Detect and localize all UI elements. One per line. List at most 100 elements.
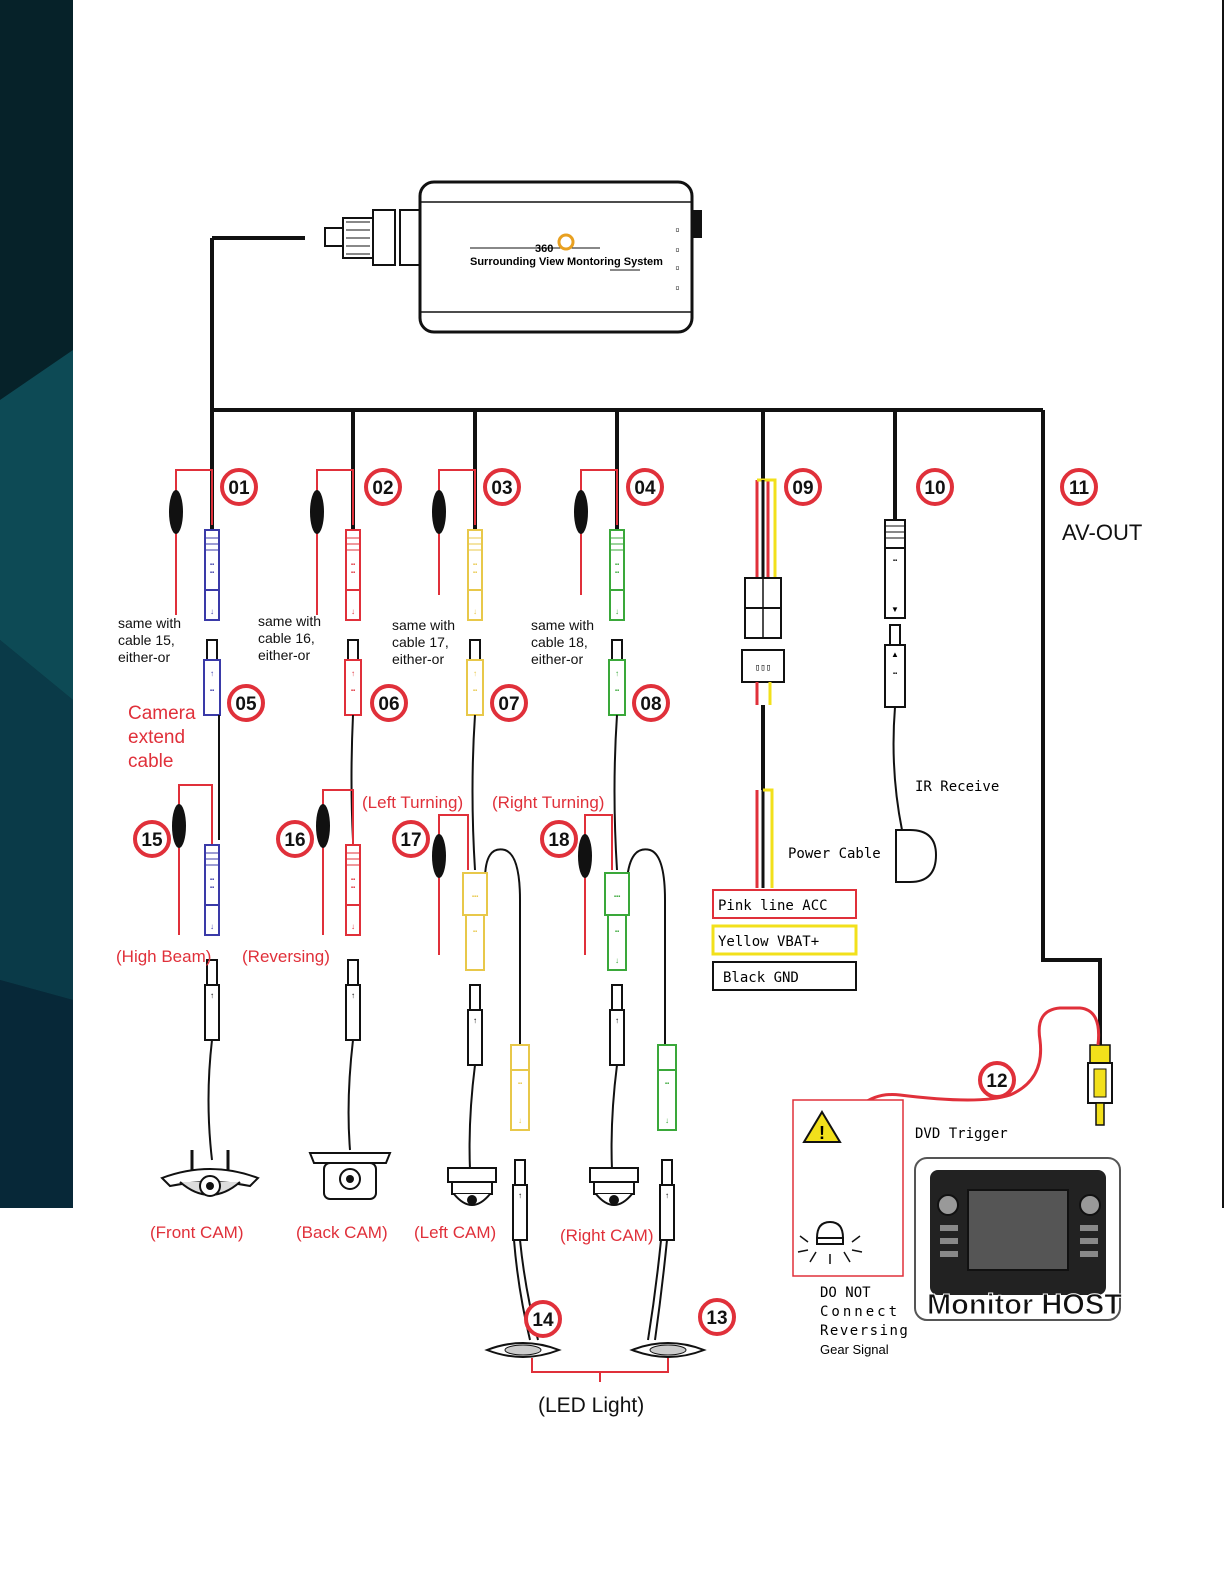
device-logo: 360: [535, 243, 553, 255]
badge-number-16: 16: [284, 830, 305, 851]
badge-02: 02: [364, 468, 402, 506]
av-out-label: AV-OUT: [1062, 520, 1142, 545]
svg-text:↑: ↑: [665, 1191, 669, 1200]
legend-gnd: Black GND: [723, 970, 799, 986]
legend-box-acc: [712, 889, 857, 919]
led-bracket: [531, 1358, 669, 1382]
badge-circle-07: [490, 684, 528, 722]
high-beam-label: (High Beam): [116, 947, 211, 966]
badge-11: 11: [1060, 468, 1098, 506]
badge-number-01: 01: [228, 478, 250, 499]
badge-number-14: 14: [532, 1310, 554, 1331]
note-c4-line1: same with: [531, 617, 594, 633]
svg-text:↓: ↓: [351, 607, 355, 616]
badge-number-10: 10: [924, 478, 945, 499]
svg-text:▼: ▼: [891, 605, 899, 614]
badge-17: 17: [392, 820, 430, 858]
plug-led-left: ↑: [512, 1159, 528, 1241]
led-light-right-icon: [629, 1342, 707, 1358]
svg-text:▪▪: ▪▪: [665, 1081, 669, 1087]
connector-17: ▪▪▪ ▪▪: [462, 872, 488, 971]
svg-text:↑: ↑: [351, 991, 355, 1000]
connector-05: ↑▪▪: [203, 639, 221, 716]
connector-led-right: ▪▪ ↓: [657, 1044, 677, 1131]
svg-text:▪▪▪: ▪▪▪: [472, 894, 478, 900]
badge-circle-02: [364, 468, 402, 506]
reverse-lamp-icon: [797, 1220, 863, 1264]
connector-02: ↓: [345, 529, 361, 621]
front-cam-icon: [160, 1150, 260, 1197]
badge-08: 08: [632, 684, 670, 722]
badge-circle-04: [626, 468, 664, 506]
note-c2-line3: either-or: [258, 647, 310, 663]
cable-01: ↓ ↑▪▪: [169, 469, 221, 840]
rca-connector: [1087, 1044, 1113, 1126]
badge-07: 07: [490, 684, 528, 722]
back-cam-label: (Back CAM): [296, 1223, 388, 1242]
note-c2-line2: cable 16,: [258, 630, 315, 646]
badge-number-04: 04: [634, 478, 656, 499]
badge-number-13: 13: [706, 1308, 727, 1329]
led-light-label: (LED Light): [538, 1394, 644, 1417]
connector-07: ↑▪▪: [466, 639, 484, 716]
badge-number-05: 05: [235, 694, 257, 715]
connector-16: ↓: [345, 844, 361, 936]
camera-extend-line2: extend: [128, 727, 185, 748]
ir-receive-label: IR Receive: [915, 779, 999, 795]
connector-08: ↑▪▪: [608, 639, 626, 716]
svg-text:↓: ↓: [210, 607, 214, 616]
plug-back-cam: ↑: [345, 959, 361, 1041]
svg-text:▪▪▪: ▪▪▪: [614, 894, 620, 900]
svg-text:▫: ▫: [675, 263, 680, 272]
front-cam-label: (Front CAM): [150, 1223, 244, 1242]
svg-text:↑: ↑: [473, 1016, 477, 1025]
svg-text:▪▪: ▪▪: [615, 929, 619, 935]
svg-text:↑: ↑: [615, 1016, 619, 1025]
svg-text:↑: ↑: [615, 669, 619, 678]
plug-left-cam: ↑: [467, 984, 483, 1066]
svg-text:↓: ↓: [665, 1116, 669, 1125]
badge-number-18: 18: [548, 830, 569, 851]
badge-03: 03: [483, 468, 521, 506]
right-cam-label: (Right CAM): [560, 1226, 654, 1245]
connector-01: ↓: [204, 529, 220, 621]
badge-circle-03: [483, 468, 521, 506]
warning-triangle-icon: !: [802, 1110, 842, 1143]
badge-10: 10: [916, 468, 954, 506]
badge-circle-13: [698, 1298, 736, 1336]
note-c1-line3: either-or: [118, 649, 170, 665]
left-cam-label: (Left CAM): [414, 1223, 496, 1242]
power-cable-label: Power Cable: [788, 846, 881, 862]
badge-number-08: 08: [640, 694, 661, 715]
connector-06: ↑▪▪: [344, 639, 362, 716]
monitor-host-icon: [914, 1157, 1121, 1321]
badge-12: 12: [978, 1061, 1016, 1099]
badge-number-12: 12: [986, 1071, 1007, 1092]
badge-circle-06: [370, 684, 408, 722]
note-c1-line2: cable 15,: [118, 632, 175, 648]
svg-text:▪▪: ▪▪: [473, 929, 477, 935]
badge-number-03: 03: [491, 478, 512, 499]
svg-text:▫: ▫: [675, 245, 680, 254]
badge-circle-08: [632, 684, 670, 722]
svg-text:▪▪: ▪▪: [893, 671, 897, 677]
badge-circle-18: [540, 820, 578, 858]
badge-number-07: 07: [498, 694, 519, 715]
ir-receiver-icon: [895, 829, 938, 883]
note-c2-line1: same with: [258, 613, 321, 629]
svg-text:▯▯▯: ▯▯▯: [755, 663, 771, 673]
badge-circle-12: [978, 1061, 1016, 1099]
note-c3-line3: either-or: [392, 651, 444, 667]
svg-text:▲: ▲: [891, 650, 899, 659]
svg-text:↑: ↑: [351, 669, 355, 678]
connector-led-left: ▪▪ ↓: [510, 1044, 530, 1131]
svg-text:↓: ↓: [615, 607, 619, 616]
badge-circle-15: [133, 820, 171, 858]
badge-circle-01: [220, 468, 258, 506]
badge-circle-10: [916, 468, 954, 506]
frame-border: [1222, 0, 1224, 1208]
plug-right-cam: ↑: [609, 984, 625, 1066]
camera-extend-line3: cable: [128, 751, 173, 772]
cable-18: ▪▪▪ ▪▪ ↓ ↑ ▪▪ ↓ ↑: [578, 814, 677, 1341]
cable-17: ▪▪▪ ▪▪ ↑ ▪▪ ↓ ↑: [432, 814, 539, 1341]
